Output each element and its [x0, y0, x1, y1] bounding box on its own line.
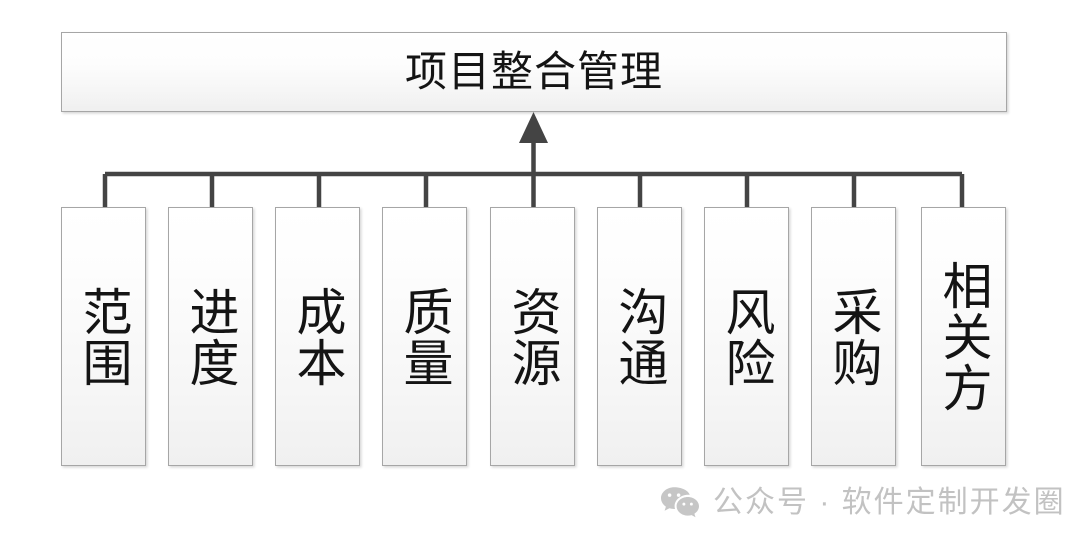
- leaf-node-label: 资源: [504, 285, 561, 388]
- watermark-text: 公众号 · 软件定制开发圈: [713, 486, 1066, 519]
- leaf-node-label: 沟通: [611, 285, 668, 388]
- leaf-node-label: 成本: [289, 285, 346, 388]
- watermark: 公众号 · 软件定制开发圈: [660, 486, 1066, 520]
- leaf-node-risk[interactable]: 风险: [704, 207, 789, 466]
- leaf-node-scope[interactable]: 范围: [61, 207, 146, 466]
- leaf-node-cost[interactable]: 成本: [275, 207, 360, 466]
- leaf-node-label: 进度: [182, 285, 239, 388]
- leaf-node-label: 相关方: [935, 260, 992, 413]
- leaf-node-label: 质量: [396, 285, 453, 388]
- leaf-node-communication[interactable]: 沟通: [597, 207, 682, 466]
- leaf-node-resource[interactable]: 资源: [490, 207, 575, 466]
- wechat-icon: [661, 487, 699, 518]
- leaf-node-row: 范围 进度 成本 质量 资源 沟通 风险 采购 相关方: [61, 207, 1007, 466]
- leaf-node-stakeholder[interactable]: 相关方: [921, 207, 1006, 466]
- leaf-node-label: 范围: [75, 285, 132, 388]
- leaf-node-quality[interactable]: 质量: [382, 207, 467, 466]
- arrow-head-icon: [519, 112, 548, 143]
- leaf-node-label: 采购: [825, 285, 882, 388]
- leaf-node-schedule[interactable]: 进度: [168, 207, 253, 466]
- root-node-project-integration-management[interactable]: 项目整合管理: [61, 32, 1007, 112]
- leaf-node-procurement[interactable]: 采购: [811, 207, 896, 466]
- leaf-node-label: 风险: [718, 285, 775, 388]
- root-node-label: 项目整合管理: [404, 48, 663, 95]
